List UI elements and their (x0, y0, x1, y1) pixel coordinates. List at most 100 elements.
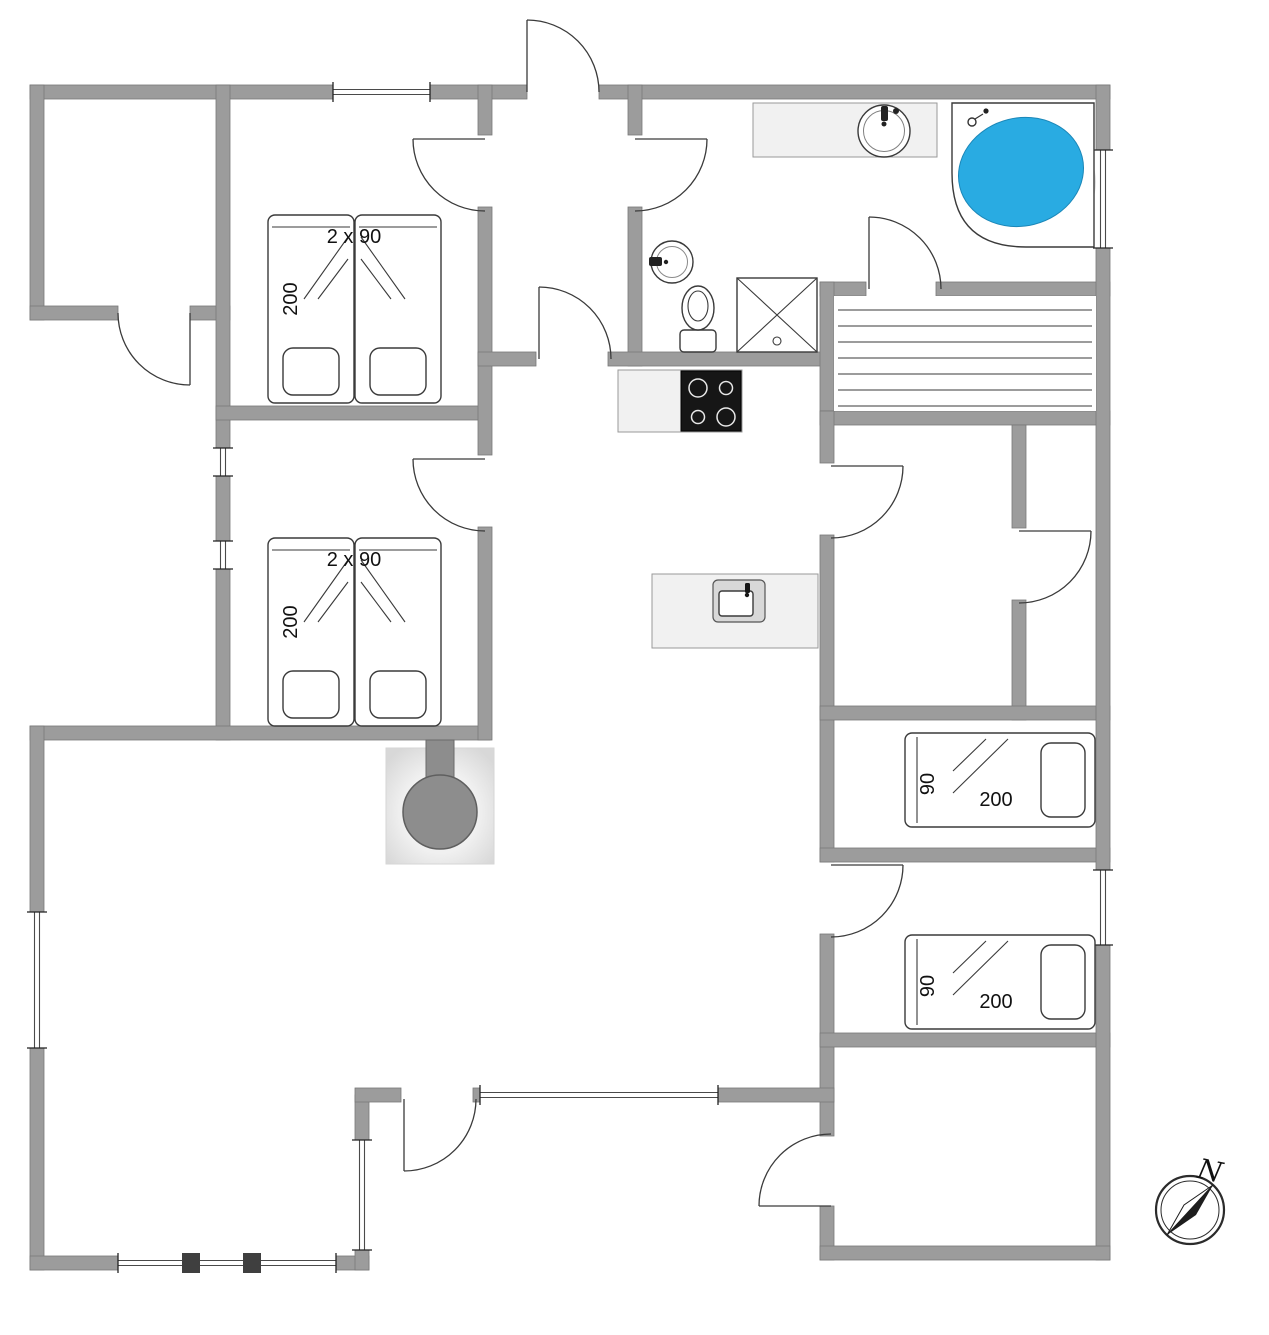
shower-drain (772, 336, 782, 346)
window-ticks (479, 1085, 719, 1105)
wall-segment (819, 534, 835, 863)
terrace-door (403, 1098, 477, 1172)
duvet-fold (360, 236, 406, 300)
bed-length-label: 200 (979, 789, 1012, 811)
right-hall-door (830, 465, 904, 539)
wall-segment (29, 305, 119, 321)
right-inner-door (1018, 530, 1092, 604)
window-frame (1099, 870, 1107, 945)
sauna-floor (834, 296, 1096, 411)
corner-bathtub (951, 102, 1096, 248)
door-swing-arc (538, 286, 612, 360)
shower (736, 277, 818, 353)
bed-double-mid-right (354, 537, 442, 727)
wall-segment (29, 1047, 45, 1271)
window-ticks (213, 447, 233, 477)
window-gap (1096, 870, 1110, 945)
door-swing-arc (830, 864, 904, 938)
pillow (369, 670, 427, 719)
wall-segment (819, 1245, 1111, 1261)
bed-length-label: 200 (280, 605, 302, 638)
windows (27, 82, 1113, 1273)
wall-segment (215, 84, 231, 449)
bed-length-label: 200 (979, 991, 1012, 1013)
window-terrace-wide (479, 1085, 719, 1105)
door-swing-arc (117, 312, 191, 386)
wall-segment (29, 725, 491, 741)
wall-segment (1095, 944, 1111, 1261)
pillow (1040, 742, 1086, 818)
compass-inner-ring (1160, 1180, 1220, 1240)
window-post (243, 1253, 261, 1273)
doors (117, 19, 1092, 1207)
window-ticks (352, 1139, 372, 1251)
bed-double-top-right (354, 214, 442, 404)
hall-door (538, 286, 612, 360)
door-swing-arc (868, 216, 942, 290)
tub-handle-icon (983, 108, 989, 114)
window-gap (216, 541, 230, 569)
window-ticks (213, 540, 233, 570)
bottom-right-room-door (758, 1133, 832, 1207)
door-swing-arc (403, 1098, 477, 1172)
window-gap (355, 1140, 369, 1250)
wall-segment (354, 1087, 402, 1103)
faucet-icon (649, 257, 662, 266)
window-frame (480, 1091, 718, 1099)
window-ticks (27, 911, 47, 1049)
sink-basin (718, 590, 754, 617)
window-gap (333, 85, 430, 99)
bed-double-top-left (267, 214, 355, 404)
toilet (679, 285, 717, 353)
window-bathroom (1093, 149, 1113, 249)
window-bedroom-mid-a (213, 447, 233, 477)
bedroom-right-lower-door (830, 864, 904, 938)
wall-segment (819, 410, 1111, 426)
bed-double-mid-left (267, 537, 355, 727)
wall-segment (819, 705, 1111, 721)
bathroom-door (634, 138, 708, 212)
basin-rim (857, 104, 911, 158)
cooktop (680, 370, 742, 432)
window-frame (358, 1140, 366, 1250)
wood-stove (402, 774, 478, 850)
bathroom-fixtures (649, 102, 1096, 353)
faucet-spout-icon (663, 259, 669, 265)
wall-segment (29, 84, 45, 321)
burner-icon (688, 378, 708, 398)
wall-segment (717, 1087, 835, 1103)
window-frame (219, 448, 227, 476)
window-ticks (1093, 149, 1113, 249)
window-top-bedroom (332, 82, 431, 102)
wall-segment (935, 281, 1111, 297)
duvet-fold (360, 559, 406, 623)
window-ticks (1093, 869, 1113, 946)
entrance-door (526, 19, 600, 93)
door-swing-arc (526, 19, 600, 93)
wall-segment (819, 410, 835, 464)
walls (29, 84, 1111, 1271)
window-gap (216, 448, 230, 476)
toilet-bowl (681, 285, 715, 331)
bed-width-label: 90 (917, 773, 939, 795)
bed-single-upper (904, 732, 1096, 828)
washbasin-round (857, 104, 911, 158)
window-frame (333, 88, 430, 96)
burner-icon (690, 409, 706, 425)
labels: 2 x 90 200 2 x 90 200 90 200 90 200 (280, 226, 1013, 1013)
wall-segment (477, 84, 493, 136)
wall-segment (1095, 247, 1111, 871)
window-bedroom-right (1093, 869, 1113, 946)
shower-cross (736, 277, 818, 353)
wall-segment (607, 351, 835, 367)
window-frame (1099, 150, 1107, 248)
wall-segment (29, 1255, 119, 1271)
beds (267, 214, 1096, 1030)
wall-segment (29, 84, 334, 100)
bed-size-label: 2 x 90 (327, 549, 381, 571)
duvet-fold (952, 738, 1009, 794)
window-gap (1096, 150, 1110, 248)
door-swing-arc (412, 458, 486, 532)
